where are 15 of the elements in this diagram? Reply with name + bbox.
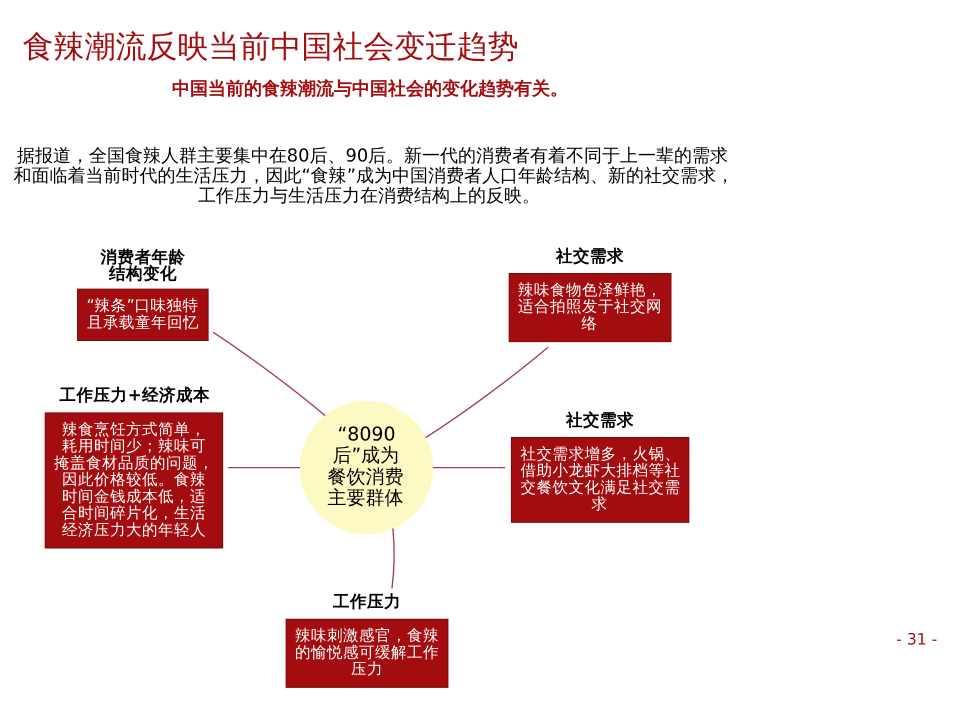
connector — [432, 466, 505, 468]
node-label: 工作压力 — [332, 591, 400, 612]
node-label: 社交需求 — [566, 409, 634, 430]
node-label: 工作压力+经济成本 — [59, 384, 210, 405]
connector — [228, 466, 300, 468]
label: - 31 - — [896, 630, 937, 649]
diagram-title: 食辣潮流反映当前中国社会变迁趋势 — [22, 29, 518, 66]
connector — [424, 346, 548, 438]
node-label: 消费者年龄结构变化 — [100, 246, 185, 284]
label: 中国当前的食辣潮流与中国社会的变化趋势有关。 — [171, 78, 568, 100]
node-circle: “8090后”成为餐饮消费主要群体 — [299, 400, 433, 534]
label: 据报道，全国食辣人群主要集中在80后、90后。新一代的消费者有着不同于上一辈的需求和面临着当前时代的生活压力，因此“食辣”成为中国消费者人口年龄结构、新的社交需求，工作压力与生活压力在消费结构上的反映。 — [12, 145, 734, 206]
connector — [390, 528, 394, 589]
node-label: 社交需求 — [556, 245, 624, 266]
connector — [212, 332, 325, 416]
